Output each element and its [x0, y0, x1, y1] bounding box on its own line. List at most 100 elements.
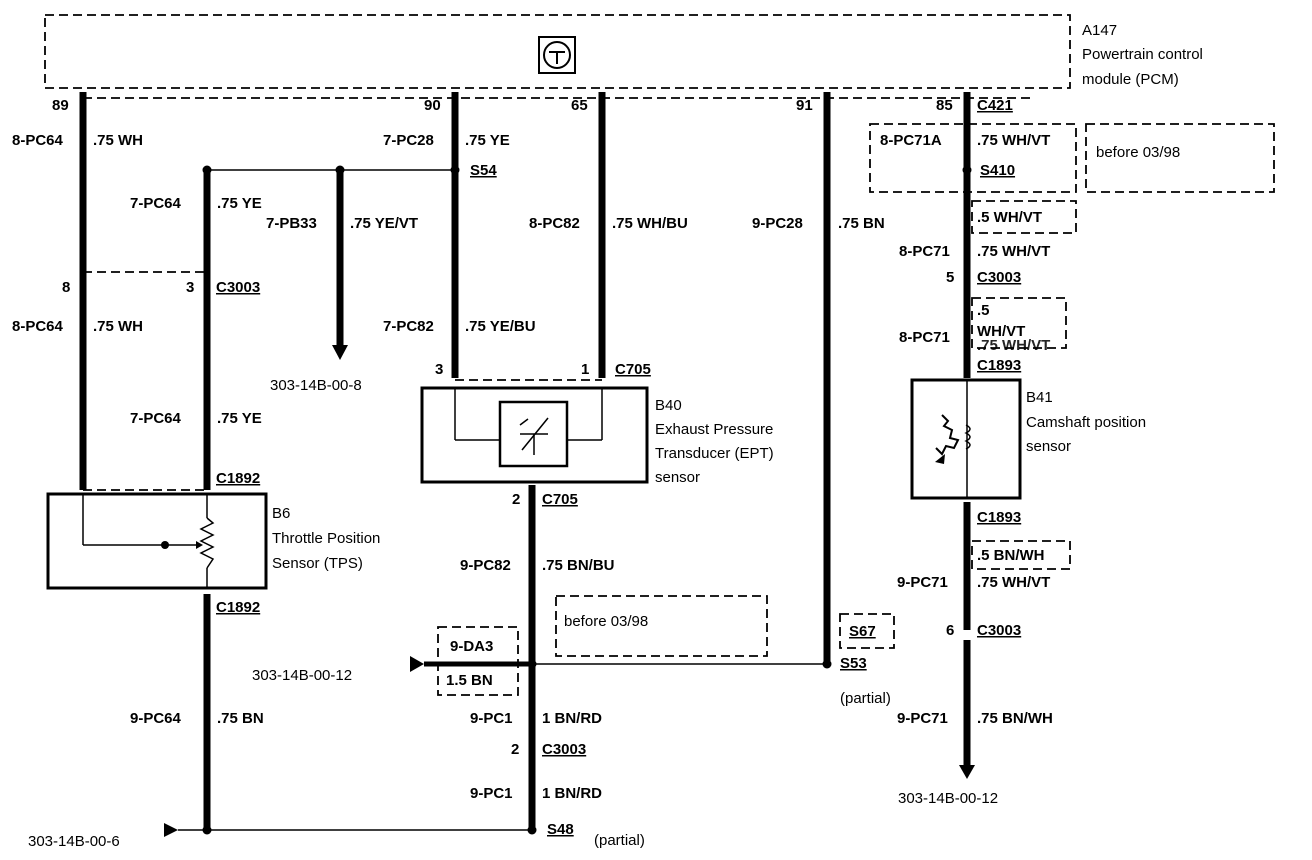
arrow-down-icon — [332, 345, 348, 360]
size-pc64-b: .75 WH — [93, 318, 143, 335]
cavity-5: 5 — [946, 269, 954, 286]
sensor-b6: B6 Throttle Position Sensor (TPS) — [46, 492, 380, 590]
before-note-2: before 03/98 — [1096, 144, 1180, 161]
size-pb33: .75 YE/VT — [350, 215, 418, 232]
size-pc71a: .75 WH/VT — [977, 132, 1050, 149]
b6-line2: Sensor (TPS) — [272, 555, 363, 572]
circuit-7-pc28: 7-PC28 — [383, 132, 434, 149]
pcm-outline — [44, 14, 1071, 89]
before-note-1: before 03/98 — [564, 613, 648, 630]
pcm-name-line2: module (PCM) — [1082, 71, 1179, 88]
pcm-id: A147 — [1082, 22, 1117, 39]
size-pc82: .75 WH/BU — [612, 215, 688, 232]
size-pc1: 1 BN/RD — [542, 710, 602, 727]
b41-line2: sensor — [1026, 438, 1071, 455]
wire-da3: 9-DA3 1.5 BN 303-14B-00-12 — [252, 626, 532, 696]
size-pc82c: .75 BN/BU — [542, 557, 615, 574]
cavity-1-c705: 1 — [581, 361, 589, 378]
partial-note-2: (partial) — [840, 690, 891, 707]
b41-id: B41 — [1026, 389, 1053, 406]
color-pc71-05-b: WH/VT — [977, 323, 1025, 340]
circuit-8-pc71-b: 8-PC71 — [899, 329, 950, 346]
size-pc64b: .75 YE — [217, 195, 262, 212]
circuit-7-pc64-b: 7-PC64 — [130, 410, 182, 427]
connector-c1892-b: C1892 — [216, 599, 260, 616]
splice-s53: S53 — [840, 655, 867, 672]
size-pc71-05: .5 WH/VT — [977, 209, 1042, 226]
connector-c1892-a: C1892 — [216, 470, 260, 487]
pcm-symbol-icon — [538, 36, 576, 74]
b6-line1: Throttle Position — [272, 530, 380, 547]
size-pc71: .75 WH/VT — [977, 243, 1050, 260]
cavity-2-c3003: 2 — [511, 741, 519, 758]
wire-pb33: 7-PB33 .75 YE/VT 303-14B-00-8 — [266, 165, 418, 394]
size-pc28: .75 YE — [465, 132, 510, 149]
before-note-box-1 — [555, 595, 768, 657]
size-pc64c: .75 BN — [217, 710, 264, 727]
wire-pc28-bn: 91 9-PC28 .75 BN S67 S53 (partial) — [752, 92, 895, 707]
circuit-8-pc82: 8-PC82 — [529, 215, 580, 232]
splice-s67: S67 — [849, 623, 876, 640]
size-pc1b: 1 BN/RD — [542, 785, 602, 802]
connector-c1893-b: C1893 — [977, 509, 1021, 526]
splice-s410: S410 — [980, 162, 1015, 179]
size-pc71c: .75 WH/VT — [977, 574, 1050, 591]
circuit-9-pc1-b: 9-PC1 — [470, 785, 513, 802]
arrow-down-icon-2 — [959, 765, 975, 779]
circuit-8-pc71: 8-PC71 — [899, 243, 950, 260]
size-da3: 1.5 BN — [446, 672, 493, 689]
connector-c3003-d: C3003 — [977, 622, 1021, 639]
circuit-9-pc82: 9-PC82 — [460, 557, 511, 574]
circuit-7-pc82: 7-PC82 — [383, 318, 434, 335]
circuit-8-pc64: 8-PC64 — [12, 132, 64, 149]
circuit-9-pc1: 9-PC1 — [470, 710, 513, 727]
connector-c3003-c: C3003 — [977, 269, 1021, 286]
size-pc71d: .75 BN/WH — [977, 710, 1053, 727]
cavity-3-c705: 3 — [435, 361, 443, 378]
circuit-7-pc64: 7-PC64 — [130, 195, 182, 212]
sensor-b41: B41 Camshaft position sensor — [910, 378, 1146, 500]
pin-89: 89 — [52, 97, 69, 114]
b41-line1: Camshaft position — [1026, 414, 1146, 431]
connector-c3003-a: C3003 — [216, 279, 260, 296]
size-pc82b: .75 YE/BU — [465, 318, 536, 335]
before-note-box-2 — [1085, 123, 1275, 193]
cavity-2-c705: 2 — [512, 491, 520, 508]
connector-c3003-b: C3003 — [542, 741, 586, 758]
ref-303-14b-00-8: 303-14B-00-8 — [270, 377, 362, 394]
cavity-6: 6 — [946, 622, 954, 639]
connector-c705-b: C705 — [542, 491, 578, 508]
partial-note-1: (partial) — [594, 832, 645, 849]
circuit-9-pc71-b: 9-PC71 — [897, 710, 948, 727]
connector-c421: C421 — [977, 97, 1013, 114]
b40-line1: Exhaust Pressure — [655, 421, 773, 438]
b40-line3: sensor — [655, 469, 700, 486]
wire-pc64-ye: 7-PC64 .75 YE 3 C3003 7-PC64 .75 YE C189… — [130, 165, 264, 835]
circuit-9-pc71: 9-PC71 — [897, 574, 948, 591]
connector-c705-a: C705 — [615, 361, 651, 378]
connector-c1893-a: C1893 — [977, 357, 1021, 374]
ref-303-14b-00-12-b: 303-14B-00-12 — [898, 790, 998, 807]
ground-line: 303-14B-00-6 — [28, 823, 532, 850]
ref-303-14b-00-12-a: 303-14B-00-12 — [252, 667, 352, 684]
wire-pc82-bn: 2 C705 9-PC82 .75 BN/BU 9-PC1 1 BN/RD 2 … — [460, 485, 645, 849]
pcm-module: A147 Powertrain control module (PCM) — [44, 14, 1203, 89]
wire-pc71-bn: C1893 .5 BN/WH 9-PC71 .75 WH/VT 6 C3003 … — [897, 502, 1071, 807]
cavity-8: 8 — [62, 279, 70, 296]
splice-s48: S48 — [547, 821, 574, 838]
size-pc71-05-b: .5 — [977, 302, 990, 319]
circuit-8-pc64-b: 8-PC64 — [12, 318, 64, 335]
splice-s54: S54 — [470, 162, 497, 179]
circuit-8-pc71a: 8-PC71A — [880, 132, 942, 149]
size-pc71-b: .75 WH/VT — [977, 337, 1050, 354]
b40-line2: Transducer (EPT) — [655, 445, 774, 462]
circuit-9-pc28: 9-PC28 — [752, 215, 803, 232]
pin-65: 65 — [571, 97, 588, 114]
pin-90: 90 — [424, 97, 441, 114]
arrow-right-icon-2 — [164, 823, 178, 837]
cavity-3: 3 — [186, 279, 194, 296]
pin-91: 91 — [796, 97, 813, 114]
size-pc64b-b: .75 YE — [217, 410, 262, 427]
size-pc71-bn-05: .5 BN/WH — [977, 547, 1045, 564]
